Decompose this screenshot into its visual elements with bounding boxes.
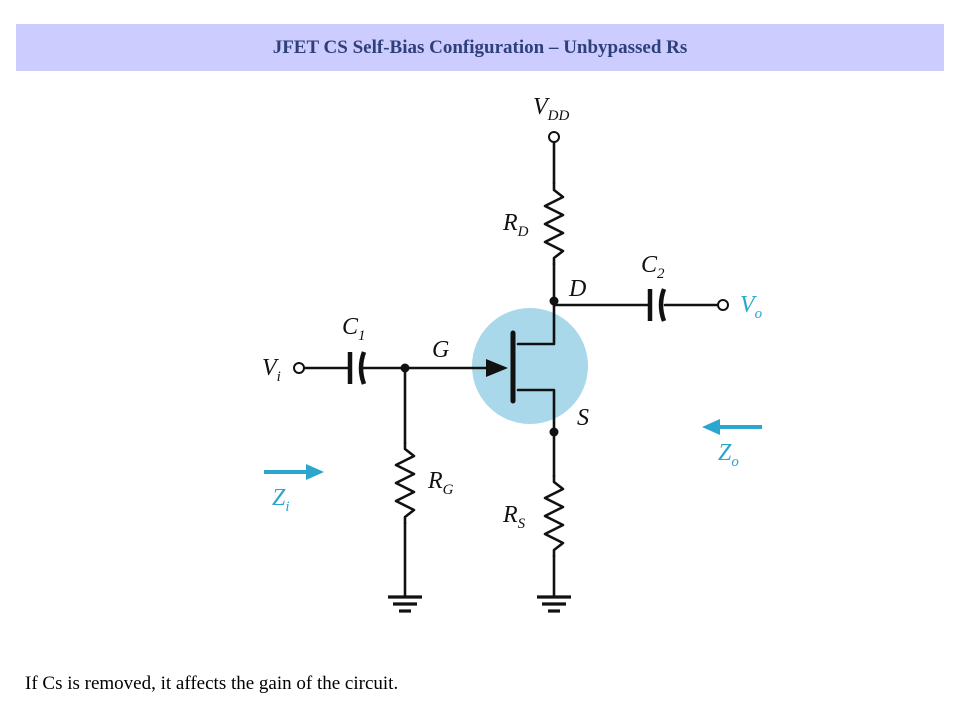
label-rg: RG — [427, 468, 454, 498]
title-bar: JFET CS Self-Bias Configuration – Unbypa… — [16, 24, 944, 71]
source-wire — [516, 388, 556, 434]
label-zi: Zi — [272, 485, 290, 515]
c1-plate-right — [358, 351, 367, 385]
label-s: S — [577, 405, 589, 431]
slide-caption: If Cs is removed, it affects the gain of… — [25, 673, 399, 694]
label-c1: C1 — [342, 314, 366, 344]
slide-title: JFET CS Self-Bias Configuration – Unbypa… — [272, 36, 688, 58]
zo-arrow — [702, 419, 762, 435]
gate-arrow — [486, 359, 508, 377]
source-node — [549, 427, 559, 437]
label-vo: Vo — [740, 292, 763, 322]
vi-terminal — [293, 362, 305, 374]
label-zo: Zo — [718, 440, 739, 470]
ground-symbol-rg — [388, 595, 422, 613]
label-c2: C2 — [641, 252, 665, 282]
rs-resistor — [543, 474, 565, 558]
drain-node — [549, 296, 559, 306]
rd-resistor — [543, 181, 565, 266]
vo-terminal — [717, 299, 729, 311]
label-vi: Vi — [262, 355, 281, 385]
rg-resistor — [394, 441, 416, 525]
label-g: G — [432, 337, 449, 363]
ground-symbol-rs — [537, 595, 571, 613]
c2-plate-right — [658, 288, 667, 322]
label-d: D — [568, 276, 586, 302]
drain-wire — [516, 299, 556, 346]
label-vdd: VDD — [533, 94, 570, 124]
vdd-terminal — [548, 131, 560, 143]
label-rd: RD — [502, 210, 529, 240]
zi-arrow — [264, 464, 324, 480]
transistor-highlight-circle — [472, 308, 588, 424]
gate-node — [400, 363, 410, 373]
label-rs: RS — [502, 502, 526, 532]
